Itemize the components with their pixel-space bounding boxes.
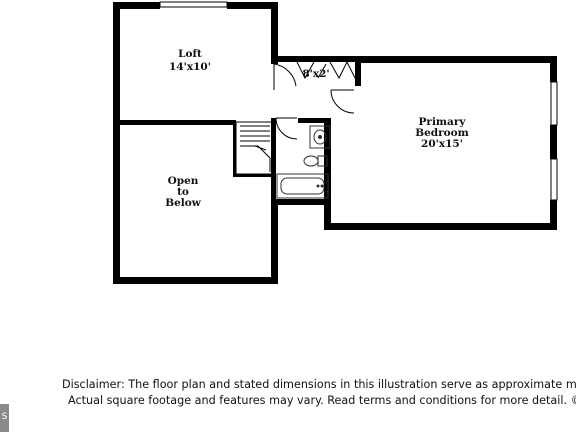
door-bedroom-swing xyxy=(330,89,355,114)
doors xyxy=(273,60,356,140)
loft-name: Loft xyxy=(178,48,202,60)
door-closet-bifold-left xyxy=(296,61,315,80)
wall-bedroom-right-1 xyxy=(550,56,557,82)
wall-closet-divider xyxy=(355,56,361,86)
window-bedroom-upper xyxy=(550,81,558,126)
disclaimer-line-2: Actual square footage and features may v… xyxy=(68,394,576,407)
disclaimer-line-1: Disclaimer: The floor plan and stated di… xyxy=(62,378,576,391)
door-bath-swing xyxy=(275,117,298,140)
wall-bedroom-right-2 xyxy=(550,125,557,159)
wall-bath-left xyxy=(271,118,276,204)
primary-name-2: Bedroom xyxy=(415,127,469,139)
door-closet-bifold-right xyxy=(329,60,356,80)
loft-size: 14'x10' xyxy=(169,61,211,73)
walls xyxy=(113,2,557,284)
wall-top-right xyxy=(227,2,278,9)
floor-plan: Loft 14'x10' 8'x2' Primary Bedroom 20'x1… xyxy=(113,1,558,284)
wall-bath-bottom xyxy=(271,199,331,205)
window-bedroom-lower xyxy=(550,158,558,201)
wall-bedroom-right-3 xyxy=(550,200,557,230)
stair-landing xyxy=(240,145,271,172)
door-closet-bifold-mid xyxy=(317,63,327,79)
wall-bottom-outer xyxy=(113,277,278,284)
wall-open-right xyxy=(271,200,278,284)
tub-faucet-icon xyxy=(320,184,324,188)
watermark-badge: S xyxy=(0,404,9,432)
drain-icon xyxy=(318,135,322,139)
bathtub-basin-icon xyxy=(280,177,325,195)
wall-stair-bottom xyxy=(233,174,275,177)
toilet-icon xyxy=(303,155,319,167)
bath-fixtures xyxy=(276,125,331,199)
door-loft-swing xyxy=(273,63,297,90)
wall-bedroom-top xyxy=(355,56,557,63)
wall-left-outer xyxy=(113,2,120,284)
open-label-2: to xyxy=(177,186,189,198)
wall-stair-left xyxy=(233,120,236,177)
open-label-3: Below xyxy=(165,197,202,209)
stairs xyxy=(235,121,273,175)
wall-top-left xyxy=(113,2,160,9)
bathtub xyxy=(276,173,329,199)
wall-loft-right xyxy=(271,2,278,64)
primary-name-1: Primary xyxy=(419,116,467,128)
closet-size: 8'x2' xyxy=(302,68,329,80)
vanity xyxy=(309,125,331,149)
stair-winder xyxy=(254,145,267,151)
window-loft-top xyxy=(159,1,228,8)
sink-icon xyxy=(313,129,327,145)
stair-outline xyxy=(235,121,273,175)
tub-faucet-icon xyxy=(316,184,320,188)
windows xyxy=(159,1,558,201)
wall-loft-divider xyxy=(113,120,235,125)
badge-glyph: S xyxy=(1,412,8,422)
room-labels: Loft 14'x10' 8'x2' Primary Bedroom 20'x1… xyxy=(165,48,469,209)
open-label-1: Open xyxy=(168,175,199,187)
wall-bath-top xyxy=(298,118,331,123)
wall-bedroom-bottom xyxy=(324,223,557,230)
primary-size: 20'x15' xyxy=(421,138,463,150)
wall-closet-top xyxy=(271,56,369,62)
